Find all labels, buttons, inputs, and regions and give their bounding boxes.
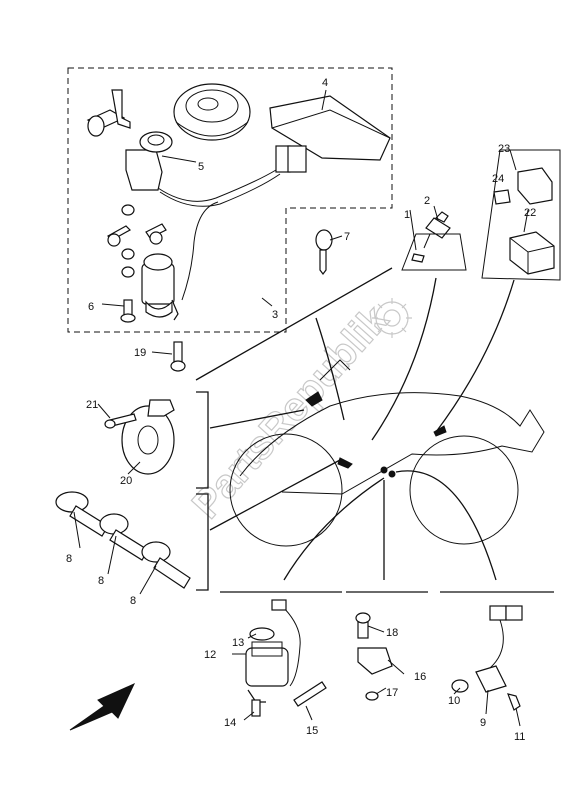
callout-19: 19 (134, 347, 146, 359)
callout-8b: 8 (98, 575, 104, 587)
callout-14: 14 (224, 717, 236, 729)
sensor-2-part (423, 211, 451, 249)
key-set-part (107, 204, 179, 321)
bolt-21-part (104, 413, 137, 429)
callout-15: 15 (306, 725, 318, 737)
callout-4: 4 (322, 77, 328, 89)
sensor-frame (401, 233, 467, 271)
callout-22: 22 (524, 207, 536, 219)
callout-3: 3 (272, 309, 278, 321)
fuel-pump-part (245, 599, 327, 717)
callout-18: 18 (386, 627, 398, 639)
seat-lock-part (86, 89, 131, 137)
bulb-sockets-part (55, 491, 191, 589)
lock-set-dashed-frame (67, 67, 393, 333)
callout-2: 2 (424, 195, 430, 207)
callout-1: 1 (404, 209, 410, 221)
clip-24-part (493, 189, 511, 205)
bracket-frames (196, 391, 554, 593)
bolt-19-part (170, 341, 186, 372)
callout-8c: 8 (130, 595, 136, 607)
relay-frame (481, 149, 561, 281)
callout-11: 11 (514, 731, 525, 743)
clip-1-part (411, 253, 425, 263)
fuel-cap-part (173, 83, 251, 141)
key-7-part (315, 229, 333, 275)
callout-6: 6 (88, 301, 94, 313)
watermark-gear-icon (372, 298, 412, 338)
callout-20: 20 (120, 475, 132, 487)
front-direction-arrow-icon (69, 682, 136, 731)
callout-21: 21 (86, 399, 98, 411)
relay-22-part (509, 231, 555, 275)
screw-6-part (120, 299, 136, 323)
main-switch-part (125, 131, 307, 301)
sensor-16-part (355, 612, 393, 701)
callout-23: 23 (498, 143, 510, 155)
callout-17: 17 (386, 687, 398, 699)
callout-10: 10 (448, 695, 460, 707)
callout-24: 24 (492, 173, 504, 185)
callout-12: 12 (204, 649, 216, 661)
callout-8: 8 (66, 553, 72, 565)
callout-9: 9 (480, 717, 486, 729)
callout-7: 7 (344, 231, 350, 243)
horn-part (121, 399, 175, 475)
callout-13: 13 (232, 637, 244, 649)
sensor-9-part (451, 605, 523, 711)
callout-5: 5 (198, 161, 204, 173)
callout-16: 16 (414, 671, 426, 683)
leader-lines (195, 267, 515, 581)
callout-leaders (73, 89, 529, 727)
ecu-part (269, 95, 391, 161)
relay-23-part (517, 167, 553, 205)
callout-labels: 1 2 3 4 5 6 7 8 8 8 9 10 11 12 13 14 15 … (66, 77, 536, 743)
